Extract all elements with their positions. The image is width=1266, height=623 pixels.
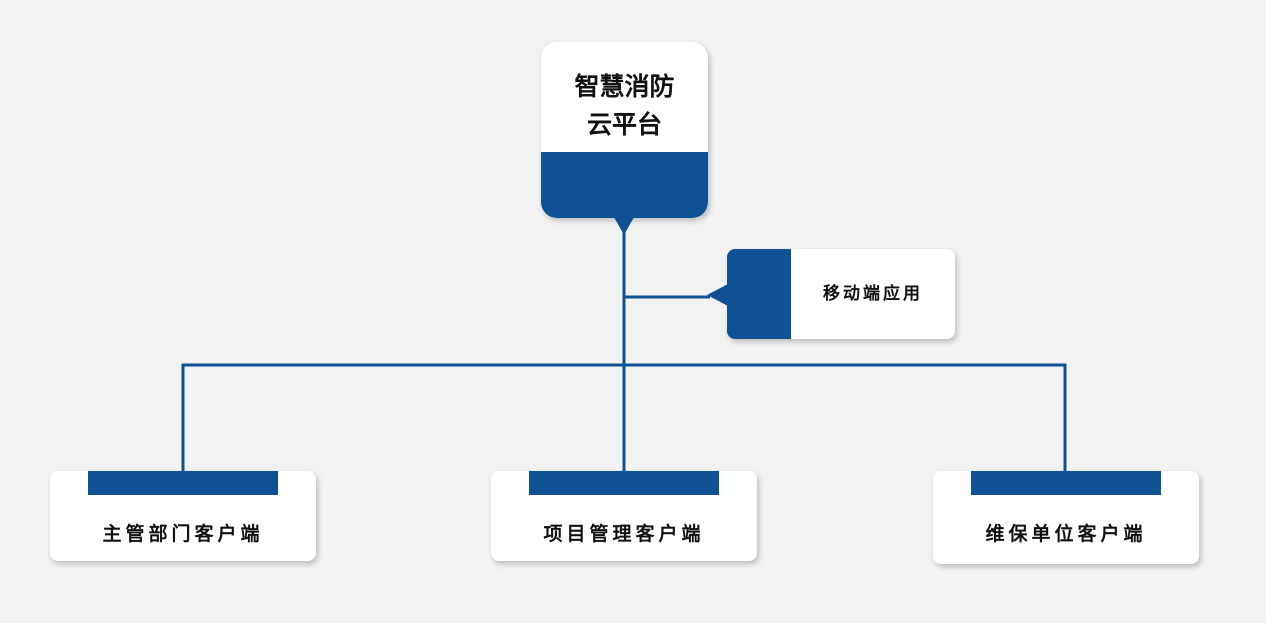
mobile-app-node-card: 移动端应用 xyxy=(727,249,955,339)
root-pointer-triangle xyxy=(614,217,634,235)
root-accent-band xyxy=(541,152,708,218)
mobile-app-label: 移动端应用 xyxy=(823,284,923,304)
client-label-authority: 主管部门客户端 xyxy=(102,523,264,545)
client-accent-band xyxy=(529,471,719,495)
root-node-title: 智慧消防 云平台 xyxy=(541,68,708,144)
client-node-card-project: 项目管理客户端 xyxy=(491,471,757,561)
root-title-line1: 智慧消防 xyxy=(574,72,675,101)
client-accent-band xyxy=(971,471,1161,495)
client-label-maintenance: 维保单位客户端 xyxy=(985,523,1147,545)
client-accent-band xyxy=(88,471,278,495)
mobile-pointer-triangle xyxy=(707,284,728,306)
root-node-card: 智慧消防 云平台 xyxy=(541,42,708,218)
client-label-project: 项目管理客户端 xyxy=(543,523,705,545)
root-title-line2: 云平台 xyxy=(586,110,662,139)
client-node-card-maintenance: 维保单位客户端 xyxy=(933,471,1199,564)
mobile-accent-band xyxy=(727,249,791,339)
client-node-card-authority: 主管部门客户端 xyxy=(50,471,316,561)
